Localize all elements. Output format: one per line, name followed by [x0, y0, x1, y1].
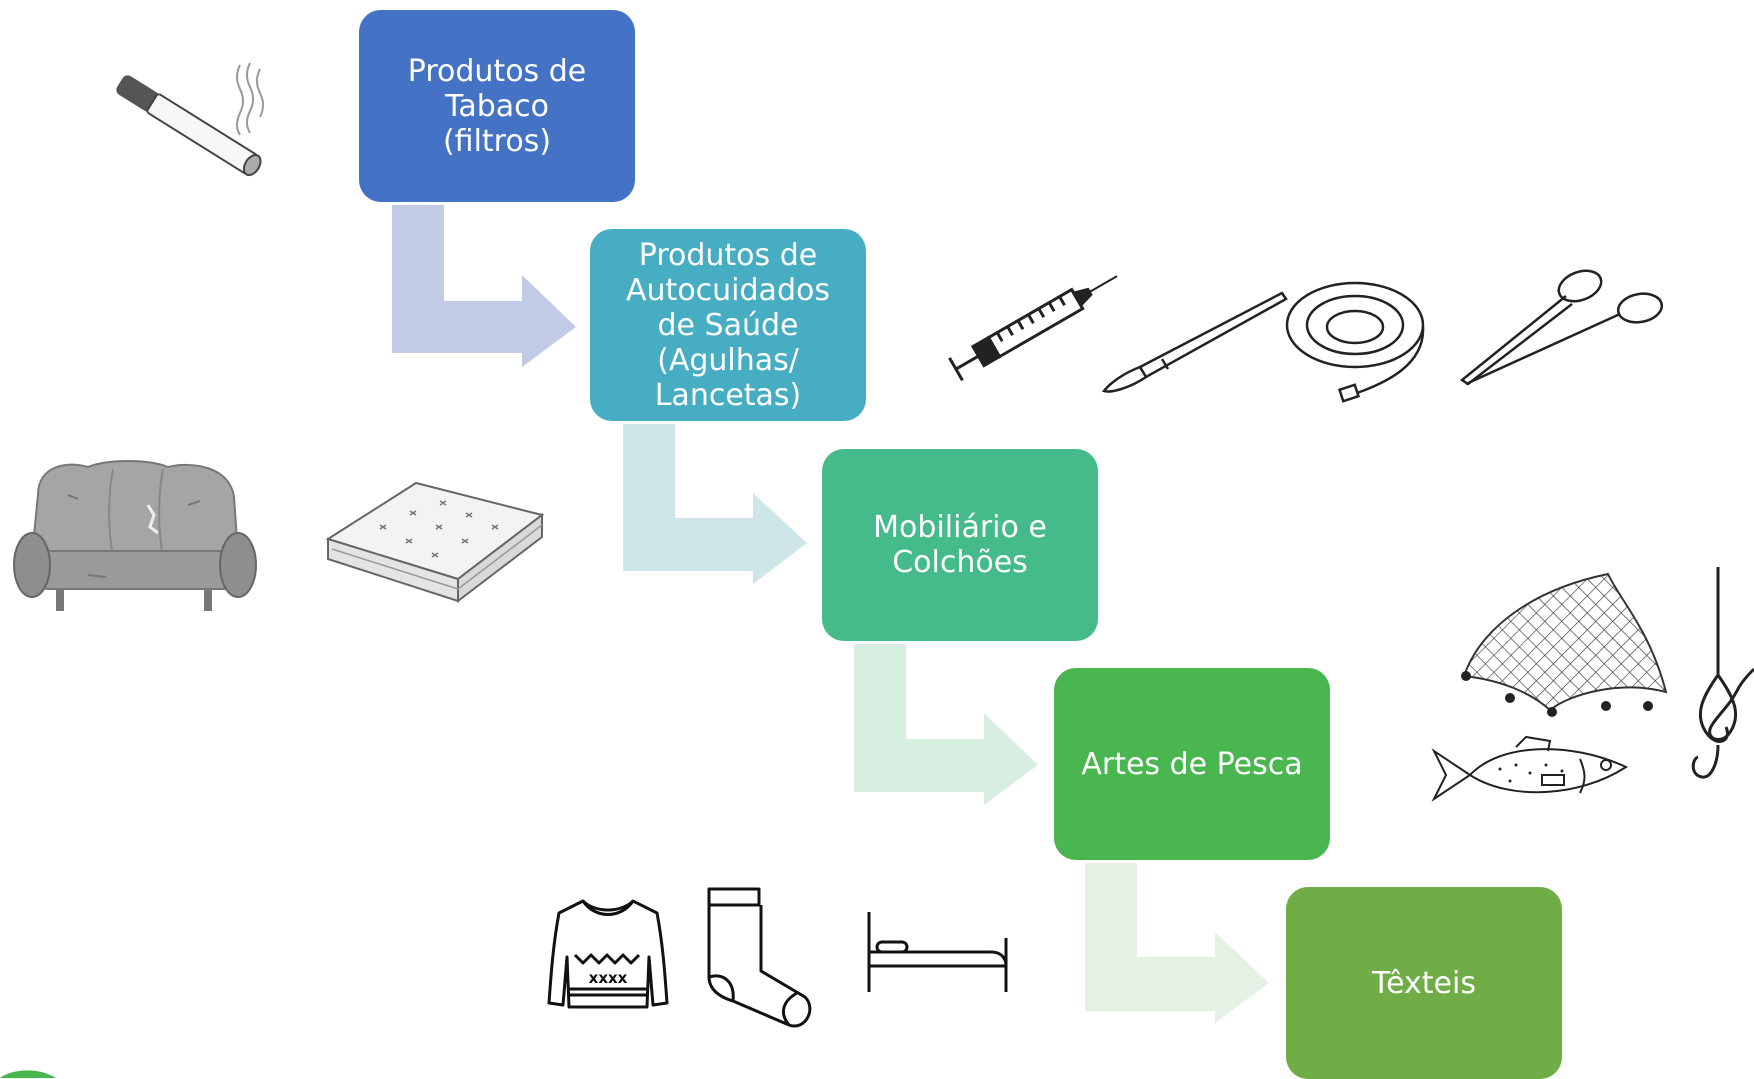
sock-icon — [707, 887, 812, 1028]
scalpel-icon — [1101, 291, 1288, 393]
syringe-icon — [948, 275, 1118, 382]
sweater-icon: xxxx — [547, 899, 669, 1009]
sofa-icon — [13, 460, 257, 611]
step-label-textiles: Têxteis — [1372, 965, 1476, 1001]
mattress-icon — [325, 481, 545, 604]
step-box-textiles: Têxteis — [1286, 887, 1562, 1079]
fishing-hook-icon — [1691, 567, 1754, 779]
corner-accent — [0, 1070, 56, 1078]
step-box-furniture: Mobiliário e Colchões — [822, 449, 1098, 641]
step-box-tobacco: Produtos de Tabaco (filtros) — [359, 10, 635, 202]
step-label-tobacco: Produtos de Tabaco (filtros) — [407, 53, 587, 159]
fishing-net-icon — [1461, 572, 1668, 717]
step-box-health: Produtos de Autocuidados de Saúde (Agulh… — [590, 229, 866, 421]
step-label-fishing: Artes de Pesca — [1081, 746, 1303, 782]
connector-arrow-4 — [1085, 863, 1269, 1023]
step-box-fishing: Artes de Pesca — [1054, 668, 1330, 860]
cigarette-icon — [116, 62, 264, 177]
connector-arrow-2 — [623, 424, 807, 584]
step-label-furniture: Mobiliário e Colchões — [873, 510, 1047, 580]
fish-icon — [1431, 735, 1629, 802]
catheter-icon — [1285, 281, 1425, 403]
step-label-health: Produtos de Autocuidados de Saúde (Agulh… — [626, 237, 830, 413]
bed-icon — [867, 912, 1008, 992]
connector-arrow-3 — [854, 644, 1038, 805]
connector-arrow-1 — [392, 205, 576, 367]
forceps-icon — [1459, 269, 1664, 386]
svg-text:xxxx: xxxx — [589, 969, 628, 987]
